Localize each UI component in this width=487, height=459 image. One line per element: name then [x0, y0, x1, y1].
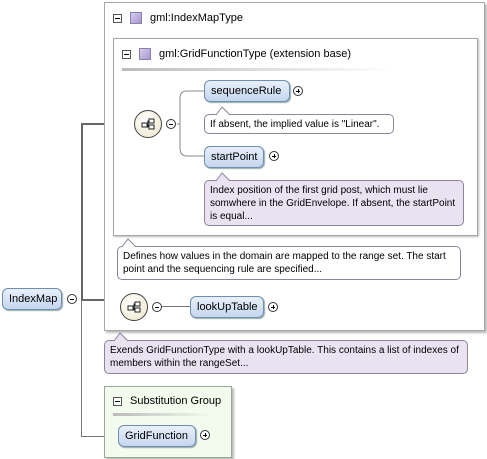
grid-function-type-title: gml:GridFunctionType (extension base)	[159, 48, 351, 60]
minus-box-icon[interactable]	[113, 396, 122, 406]
plus-circle-icon[interactable]	[268, 302, 278, 312]
substitution-group-title: Substitution Group	[130, 395, 222, 407]
index-map-type-header: gml:IndexMapType	[113, 11, 243, 25]
plus-circle-icon[interactable]	[200, 430, 210, 440]
grid-function-type-note-text: Defines how values in the domain are map…	[123, 251, 446, 275]
index-map-type-title: gml:IndexMapType	[150, 12, 243, 24]
collapse-root-icon[interactable]	[67, 294, 77, 304]
connector-to-lookup	[162, 306, 190, 307]
collapse-sequence-icon[interactable]	[152, 302, 162, 312]
minus-box-icon[interactable]	[122, 49, 131, 59]
index-map-type-note-text: Exends GridFunctionType with a lookUpTab…	[110, 345, 459, 369]
note-pointer	[216, 172, 231, 182]
start-point-label: startPoint	[211, 151, 258, 163]
sequence-rule-label: sequenceRule	[211, 85, 282, 97]
minus-box-icon[interactable]	[113, 13, 122, 23]
plus-circle-icon[interactable]	[269, 151, 279, 161]
sequence-rule-element[interactable]: sequenceRule	[204, 80, 290, 102]
start-point-element[interactable]: startPoint	[204, 146, 264, 168]
header-divider	[122, 68, 392, 71]
complex-type-icon	[139, 48, 151, 60]
connector-root-horizontal	[81, 299, 121, 301]
sequence-rule-note: If absent, the implied value is "Linear"…	[204, 114, 394, 134]
collapse-sequence-icon[interactable]	[166, 119, 176, 129]
substitution-group-frame: Substitution Group	[104, 386, 232, 458]
header-divider	[113, 413, 213, 416]
sequence-rule-note-text: If absent, the implied value is "Linear"…	[210, 119, 380, 130]
note-pointer	[114, 332, 129, 342]
start-point-note: Index position of the first grid post, w…	[204, 180, 464, 226]
connector-root-to-substitution	[81, 300, 82, 436]
grid-function-type-header: gml:GridFunctionType (extension base)	[122, 47, 351, 61]
look-up-table-element[interactable]: lookUpTable	[190, 296, 264, 318]
index-map-label: IndexMap	[9, 293, 58, 305]
index-map-element[interactable]: IndexMap	[2, 288, 62, 310]
sequence-glyph	[141, 118, 155, 130]
note-pointer	[122, 238, 137, 248]
look-up-table-label: lookUpTable	[197, 301, 258, 313]
grid-function-label: GridFunction	[125, 430, 188, 442]
grid-function-type-note: Defines how values in the domain are map…	[117, 246, 461, 280]
start-point-note-text: Index position of the first grid post, w…	[210, 185, 456, 222]
connector-root-to-sequence-1	[81, 124, 83, 300]
connector-substitution-to-member	[81, 436, 117, 437]
note-pointer	[216, 106, 231, 116]
sequence-branch-lines	[177, 90, 206, 157]
plus-circle-icon[interactable]	[293, 86, 303, 96]
complex-type-icon	[130, 12, 142, 24]
substitution-group-header: Substitution Group	[113, 394, 221, 408]
index-map-type-note: Exends GridFunctionType with a lookUpTab…	[104, 340, 468, 374]
sequence-glyph	[127, 301, 141, 313]
grid-function-element[interactable]: GridFunction	[118, 425, 196, 447]
